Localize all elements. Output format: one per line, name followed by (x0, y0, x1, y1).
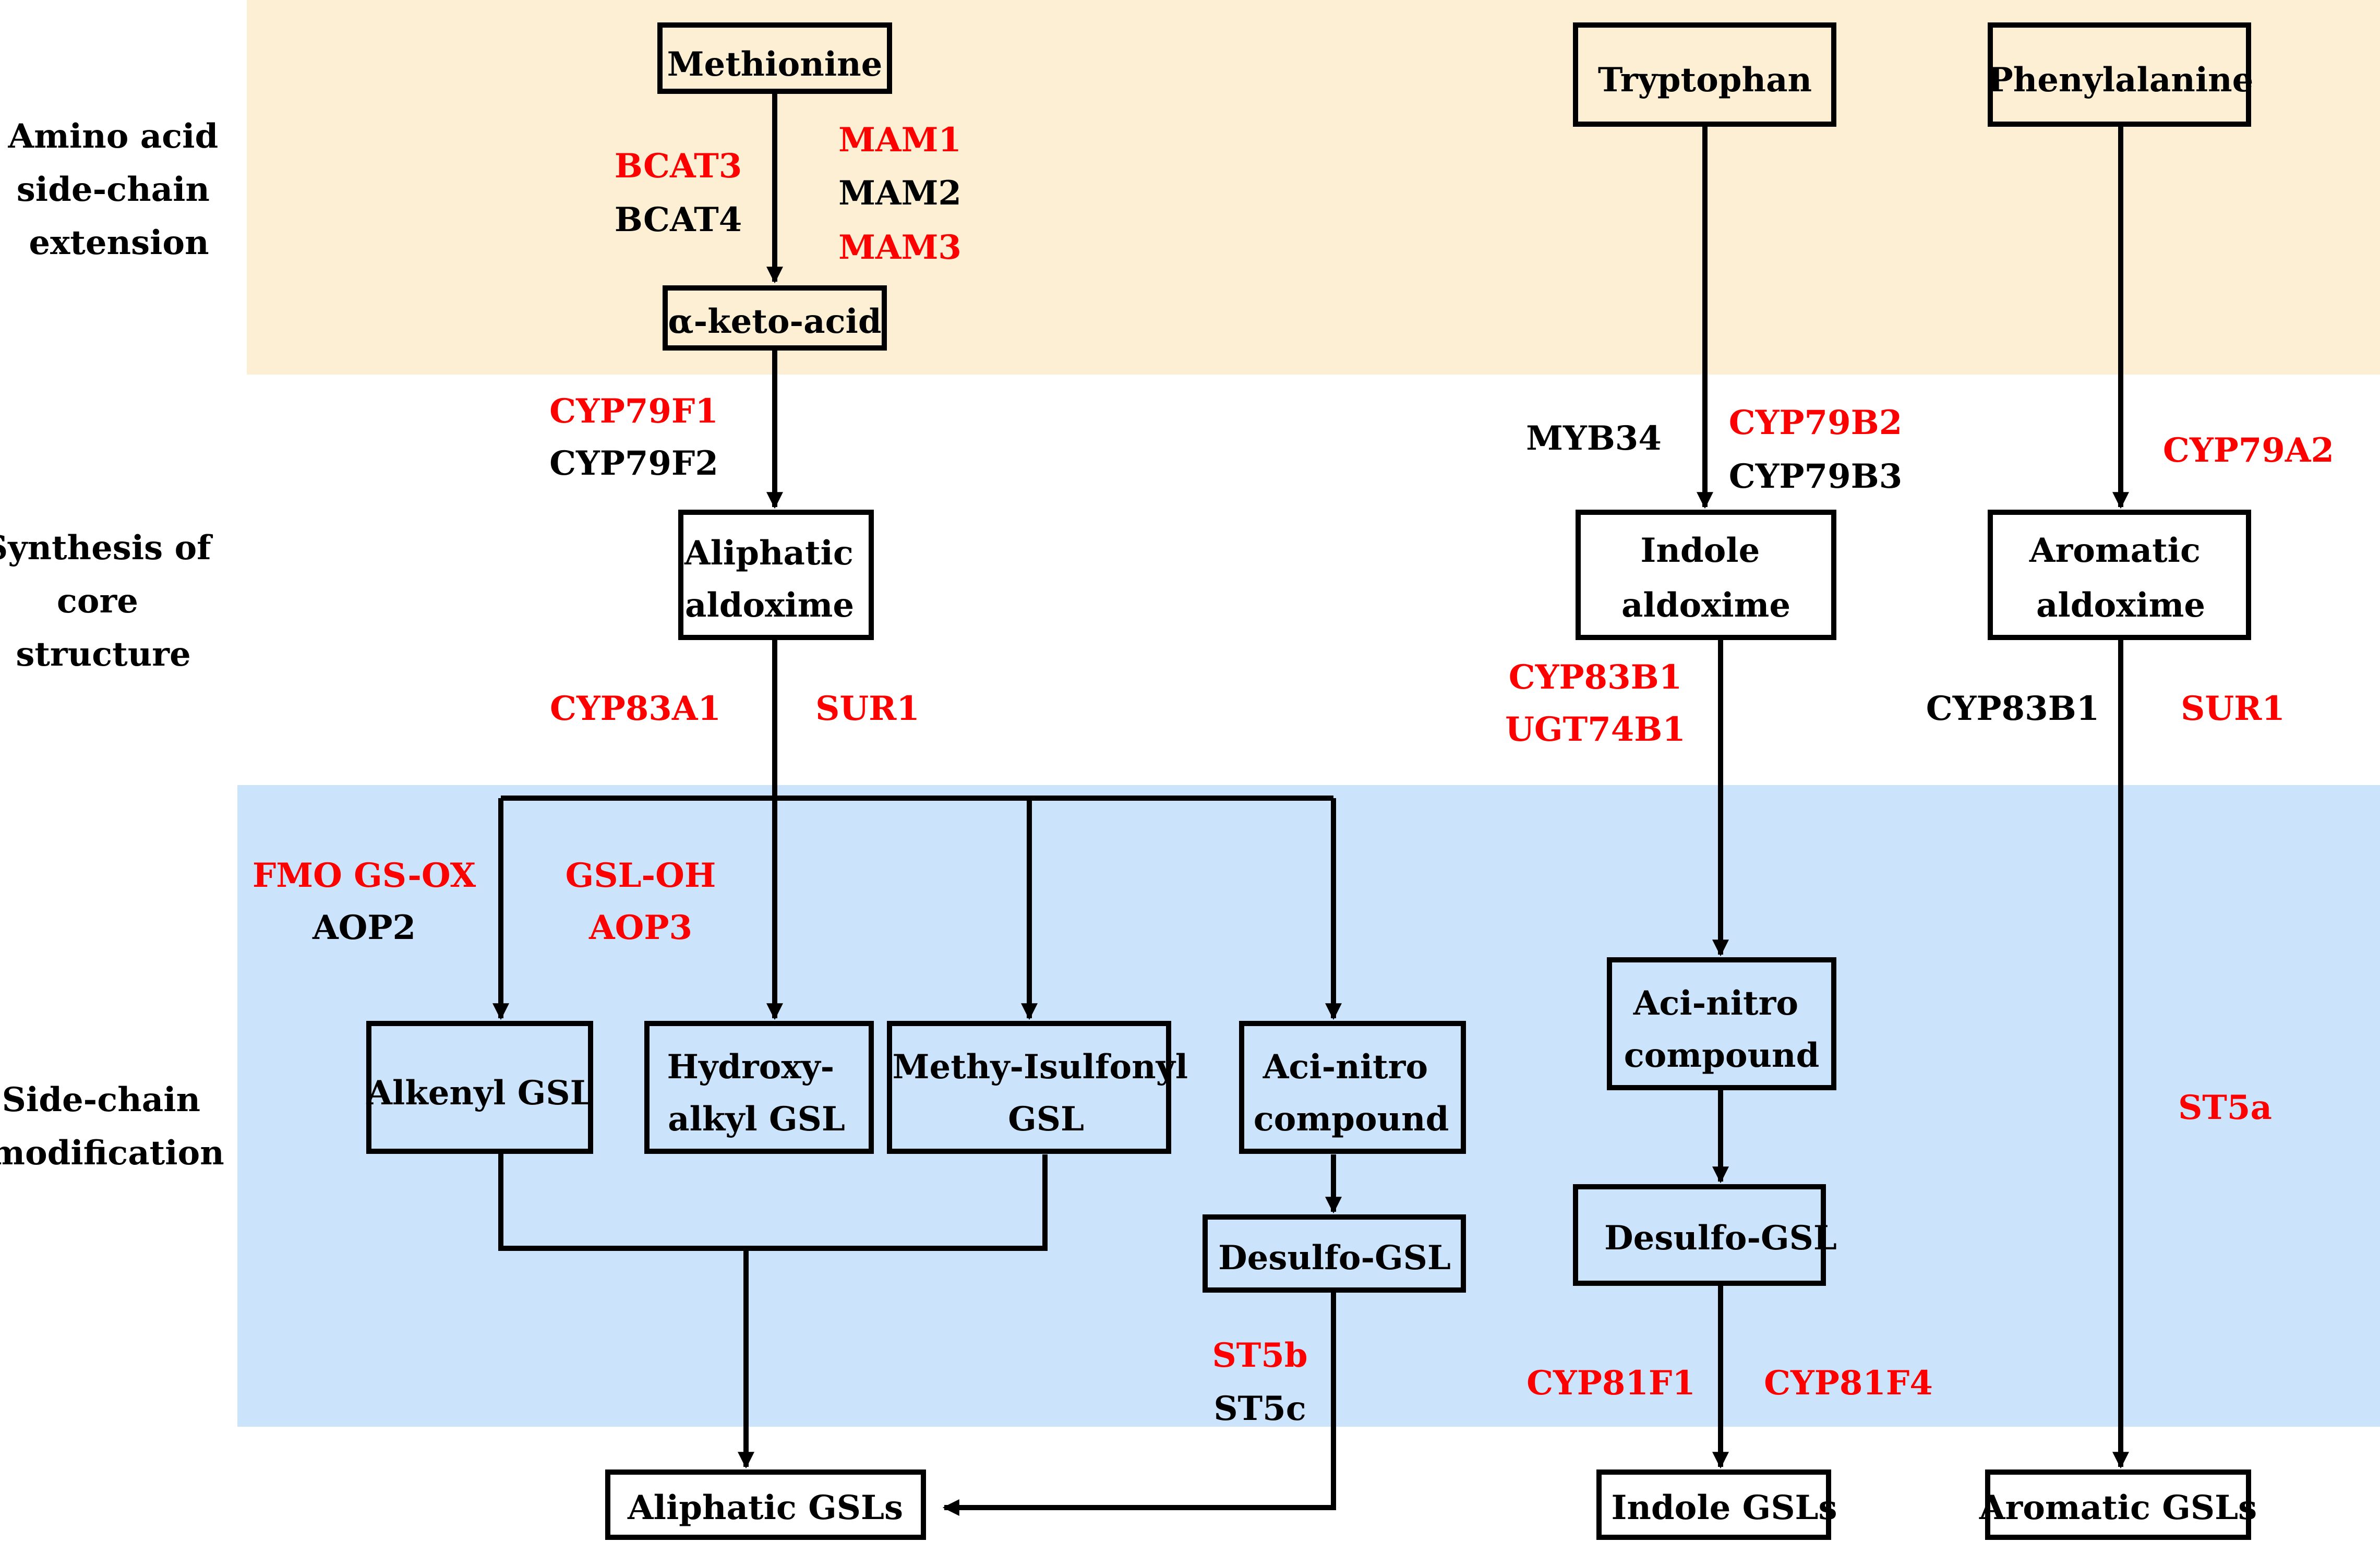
node-methylsulfonyl-gsl: Methy-Isulfonyl GSL (887, 1021, 1200, 1154)
stage-label-extension: Amino acid side-chain extension (8, 117, 230, 262)
svg-text:Desulfo-GSL: Desulfo-GSL (1604, 1219, 1837, 1258)
node-aromatic-aldoxime: Aromatic aldoxime (1988, 510, 2251, 640)
modification-stage-band (237, 785, 2380, 1427)
node-phenylalanine: Phenylalanine (1988, 22, 2254, 127)
pathway-edges (492, 94, 2130, 1516)
node-aliphatic-gsls: Aliphatic GSLs (605, 1469, 926, 1540)
enzyme-aop3: AOP3 (588, 908, 692, 947)
enzyme-gsl-oh: GSL-OH (566, 856, 716, 895)
node-alkenyl-gsl: Alkenyl GSL (366, 1021, 594, 1154)
svg-text:Tryptophan: Tryptophan (1598, 61, 1812, 100)
enzyme-myb34: MYB34 (1526, 419, 1662, 458)
enzyme-sur1-aromatic: SUR1 (2181, 689, 2285, 728)
svg-text:Aci-nitro compound: Aci-nitro compound (1254, 1047, 1449, 1139)
enzyme-aop2: AOP2 (312, 908, 416, 947)
node-tryptophan: Tryptophan (1573, 22, 1836, 127)
svg-text:Hydroxy- alkyl GSL: Hydroxy- alkyl GSL (667, 1047, 846, 1139)
svg-text:Aromatic aldoxime: Aromatic aldoxime (2029, 531, 2212, 625)
node-aromatic-gsls: Aromatic GSLs (1979, 1469, 2257, 1540)
svg-text:Aromatic GSLs: Aromatic GSLs (1979, 1488, 2257, 1527)
node-desulfo-gsl-aliphatic: Desulfo-GSL (1203, 1214, 1466, 1293)
svg-text:Desulfo-GSL: Desulfo-GSL (1218, 1238, 1451, 1278)
node-acinitro-indole: Aci-nitro compound (1607, 957, 1836, 1090)
enzyme-cyp83a1: CYP83A1 (550, 689, 721, 728)
enzyme-cyp83b1-aromatic: CYP83B1 (1926, 689, 2099, 728)
edge-desulfo-to-aliphatic-gsls (942, 1293, 1336, 1516)
svg-text:Indole aldoxime: Indole aldoxime (1621, 531, 1790, 625)
svg-text:α-keto-acid: α-keto-acid (668, 302, 881, 341)
enzyme-fmo-gsox: FMO GS-OX (253, 856, 476, 895)
svg-text:Alkenyl GSL: Alkenyl GSL (366, 1074, 593, 1113)
enzyme-ugt74b1: UGT74B1 (1505, 710, 1686, 749)
stage-label-modification: Side-chain modification (0, 1080, 224, 1173)
node-aliphatic-aldoxime: Aliphatic aldoxime (678, 510, 874, 640)
enzyme-labels: BCAT3 BCAT4 MAM1 MAM2 MAM3 CYP79F1 CYP79… (253, 121, 2334, 1428)
extension-stage-band (247, 0, 2380, 375)
svg-text:Aliphatic aldoxime: Aliphatic aldoxime (684, 534, 865, 625)
stage-label-core: Synthesis of core structure (0, 528, 223, 674)
enzyme-mam1: MAM1 (838, 121, 961, 160)
svg-text:Phenylalanine: Phenylalanine (1988, 61, 2254, 100)
enzyme-st5b: ST5b (1212, 1336, 1307, 1375)
enzyme-bcat3: BCAT3 (615, 147, 742, 186)
enzyme-bcat4: BCAT4 (615, 200, 742, 239)
node-alpha-keto-acid: α-keto-acid (663, 285, 887, 351)
node-methionine: Methionine (657, 22, 892, 94)
enzyme-cyp81f1: CYP81F1 (1526, 1364, 1696, 1403)
node-indole-gsls: Indole GSLs (1596, 1469, 1837, 1540)
enzyme-mam2: MAM2 (838, 174, 961, 213)
enzyme-mam3: MAM3 (838, 228, 961, 267)
node-desulfo-gsl-indole: Desulfo-GSL (1573, 1184, 1837, 1286)
enzyme-sur1-aliphatic: SUR1 (815, 689, 920, 728)
enzyme-st5c: ST5c (1213, 1389, 1306, 1428)
svg-text:Aci-nitro compound: Aci-nitro compound (1624, 984, 1820, 1075)
enzyme-cyp79a2: CYP79A2 (2163, 431, 2334, 470)
svg-text:Indole GSLs: Indole GSLs (1611, 1488, 1837, 1527)
node-acinitro-aliphatic: Aci-nitro compound (1239, 1021, 1466, 1154)
svg-text:Methionine: Methionine (667, 45, 883, 84)
enzyme-st5a: ST5a (2178, 1088, 2272, 1127)
enzyme-cyp81f4: CYP81F4 (1764, 1364, 1933, 1403)
enzyme-cyp79f2: CYP79F2 (549, 444, 718, 483)
node-hydroxyalkyl-gsl: Hydroxy- alkyl GSL (644, 1021, 874, 1154)
enzyme-cyp79b2: CYP79B2 (1729, 403, 1902, 442)
svg-text:Aliphatic GSLs: Aliphatic GSLs (627, 1488, 903, 1527)
edge-merge-bar (498, 1153, 1048, 1251)
node-indole-aldoxime: Indole aldoxime (1576, 510, 1836, 640)
enzyme-cyp83b1-indole: CYP83B1 (1509, 658, 1682, 697)
enzyme-cyp79f1: CYP79F1 (549, 392, 718, 431)
enzyme-cyp79b3: CYP79B3 (1729, 457, 1902, 496)
svg-text:Methy-Isulfonyl GSL: Methy-Isulfonyl GSL (893, 1047, 1200, 1139)
